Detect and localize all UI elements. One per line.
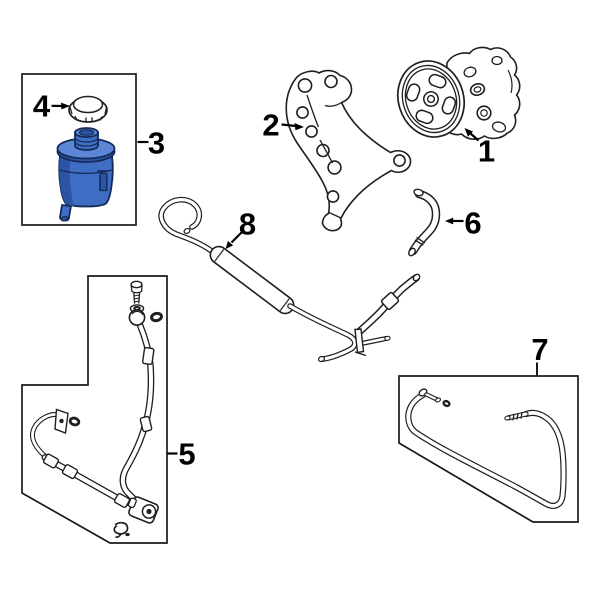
return-hose-box (398, 375, 579, 523)
leader-lines (51, 102, 538, 455)
leader-8 (230, 230, 244, 244)
reservoir-cap-art (68, 95, 108, 123)
callout-6[interactable]: 6 (464, 206, 481, 241)
o-ring (68, 416, 81, 427)
spring-clip (113, 521, 129, 538)
fluid-reservoir-art (56, 127, 116, 222)
return-hose-art (408, 388, 563, 506)
callout-5[interactable]: 5 (178, 437, 195, 472)
callout-2[interactable]: 2 (262, 108, 279, 143)
callout-8[interactable]: 8 (239, 207, 256, 242)
callout-4[interactable]: 4 (33, 89, 51, 124)
o-ring (150, 311, 163, 323)
pressure-hose-assembly-art (32, 280, 163, 538)
arrowhead-1 (464, 128, 473, 137)
arrowhead-2 (294, 123, 304, 131)
pump-bracket-art (285, 69, 412, 232)
pump-pulley (397, 60, 465, 138)
leader-2 (281, 123, 297, 128)
leader-1 (469, 132, 480, 142)
o-ring (442, 399, 451, 408)
suction-hose-art (408, 188, 436, 257)
arrowhead-4 (61, 102, 70, 110)
callout-7[interactable]: 7 (531, 332, 548, 367)
arrowhead-6 (445, 217, 454, 225)
arrowhead-8 (225, 240, 234, 249)
callout-1[interactable]: 1 (478, 134, 495, 169)
power-steering-pump-art (397, 46, 521, 140)
pressure-hose-box (21, 275, 168, 544)
cooler-line-art (161, 200, 421, 363)
callout-3[interactable]: 3 (148, 126, 165, 161)
